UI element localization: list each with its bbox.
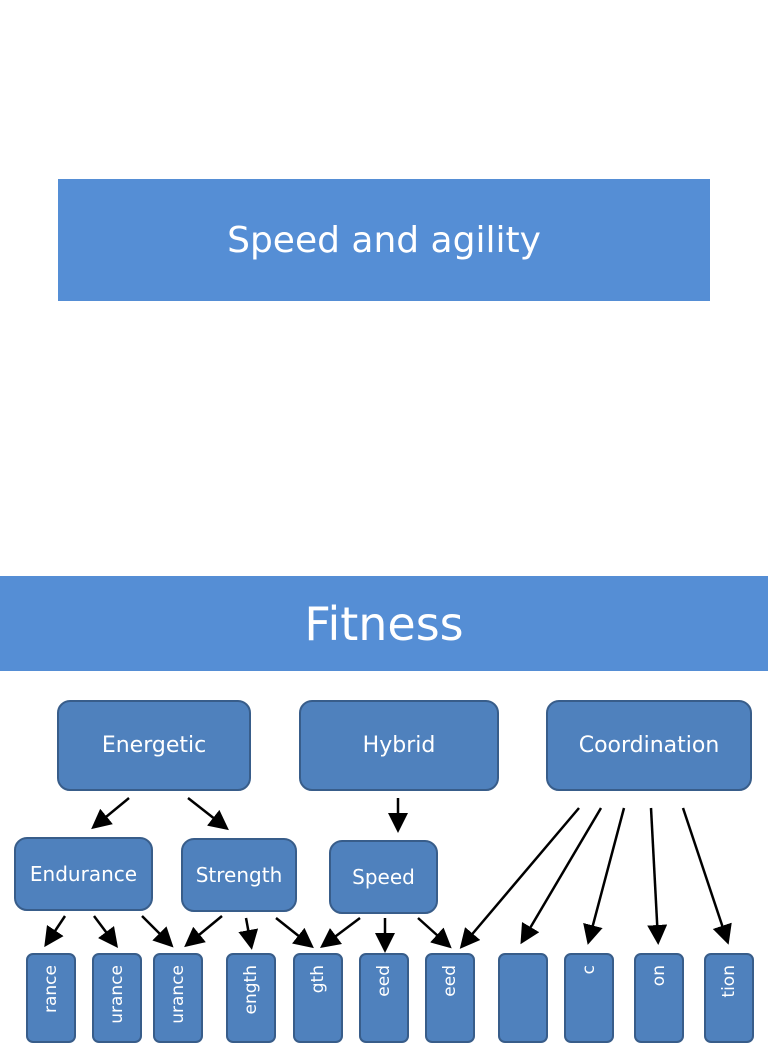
leaf-node: gth — [293, 953, 343, 1043]
node-energetic-label: Energetic — [101, 733, 207, 758]
arrow — [583, 807, 626, 945]
leaf-label: gth — [308, 965, 328, 994]
arrow — [417, 917, 452, 949]
leaf-label: ength — [241, 965, 261, 1015]
node-speed: Speed — [329, 840, 438, 914]
leaf-label: urance — [107, 965, 127, 1024]
arrow — [459, 807, 580, 949]
leaf-node: eed — [425, 953, 475, 1043]
leaf-label: on — [649, 965, 669, 987]
node-coordination-label: Coordination — [578, 733, 720, 758]
fitness-title-banner: Fitness — [0, 576, 768, 671]
leaf-label: eed — [374, 965, 394, 997]
arrow — [238, 917, 259, 950]
leaf-label: rance — [41, 965, 61, 1013]
leaf-node: ength — [226, 953, 276, 1043]
node-strength: Strength — [181, 838, 297, 912]
leaf-node: on — [634, 953, 684, 1043]
leaf-node: rance — [26, 953, 76, 1043]
node-endurance: Endurance — [14, 837, 153, 911]
arrow — [647, 807, 668, 945]
node-strength-label: Strength — [195, 863, 283, 887]
leaf-label: c — [579, 965, 599, 975]
arrow — [184, 915, 223, 948]
leaf-node: c — [564, 953, 614, 1043]
leaf-node: tion — [704, 953, 754, 1043]
arrow — [91, 797, 130, 830]
slide-title-banner: Speed and agility — [58, 179, 710, 301]
node-hybrid: Hybrid — [299, 700, 499, 791]
arrow — [275, 917, 314, 949]
arrow — [320, 917, 361, 948]
leaf-node: eed — [359, 953, 409, 1043]
leaf-label: eed — [440, 965, 460, 997]
leaf-label: tion — [719, 965, 739, 998]
fitness-title: Fitness — [304, 596, 464, 651]
leaf-node: urance — [92, 953, 142, 1043]
node-hybrid-label: Hybrid — [362, 733, 436, 758]
arrow — [187, 797, 229, 831]
arrow — [681, 807, 732, 945]
leaf-label: urance — [168, 965, 188, 1024]
node-speed-label: Speed — [352, 865, 415, 889]
node-energetic: Energetic — [57, 700, 251, 791]
arrow — [93, 915, 118, 948]
arrow — [520, 807, 603, 945]
leaf-node — [498, 953, 548, 1043]
arrow — [44, 915, 67, 948]
leaf-node: urance — [153, 953, 203, 1043]
node-coordination: Coordination — [546, 700, 752, 791]
node-endurance-label: Endurance — [29, 862, 138, 886]
slide-title: Speed and agility — [227, 219, 541, 261]
arrow — [141, 915, 174, 948]
